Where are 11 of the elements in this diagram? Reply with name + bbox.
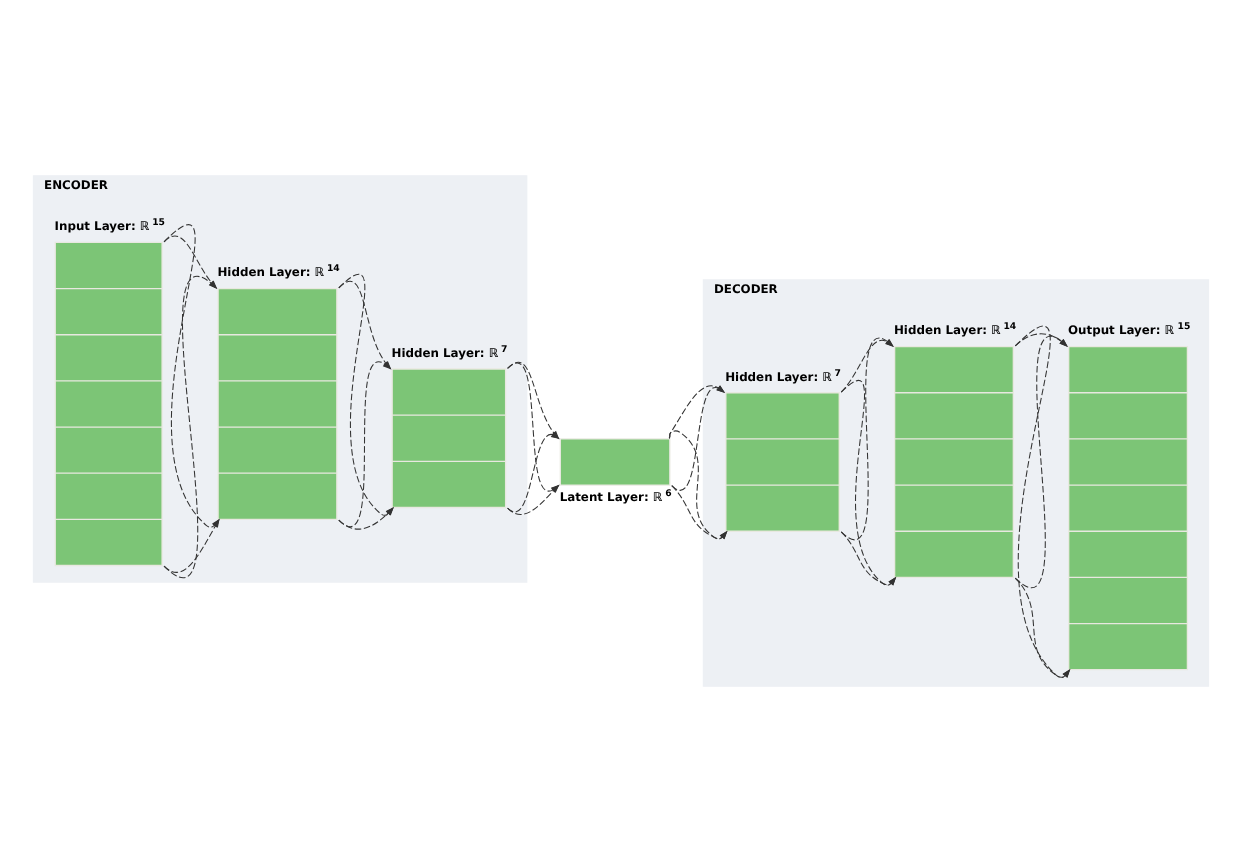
arrow xyxy=(507,484,560,515)
arrow xyxy=(668,385,726,439)
arrow xyxy=(1014,326,1071,679)
arrow xyxy=(671,485,728,540)
arrow xyxy=(840,380,897,586)
arrow xyxy=(163,518,220,573)
arrow xyxy=(1014,335,1068,589)
arrow xyxy=(840,531,897,586)
arrow xyxy=(668,430,728,540)
arrow xyxy=(1014,577,1071,678)
arrow xyxy=(671,385,726,491)
